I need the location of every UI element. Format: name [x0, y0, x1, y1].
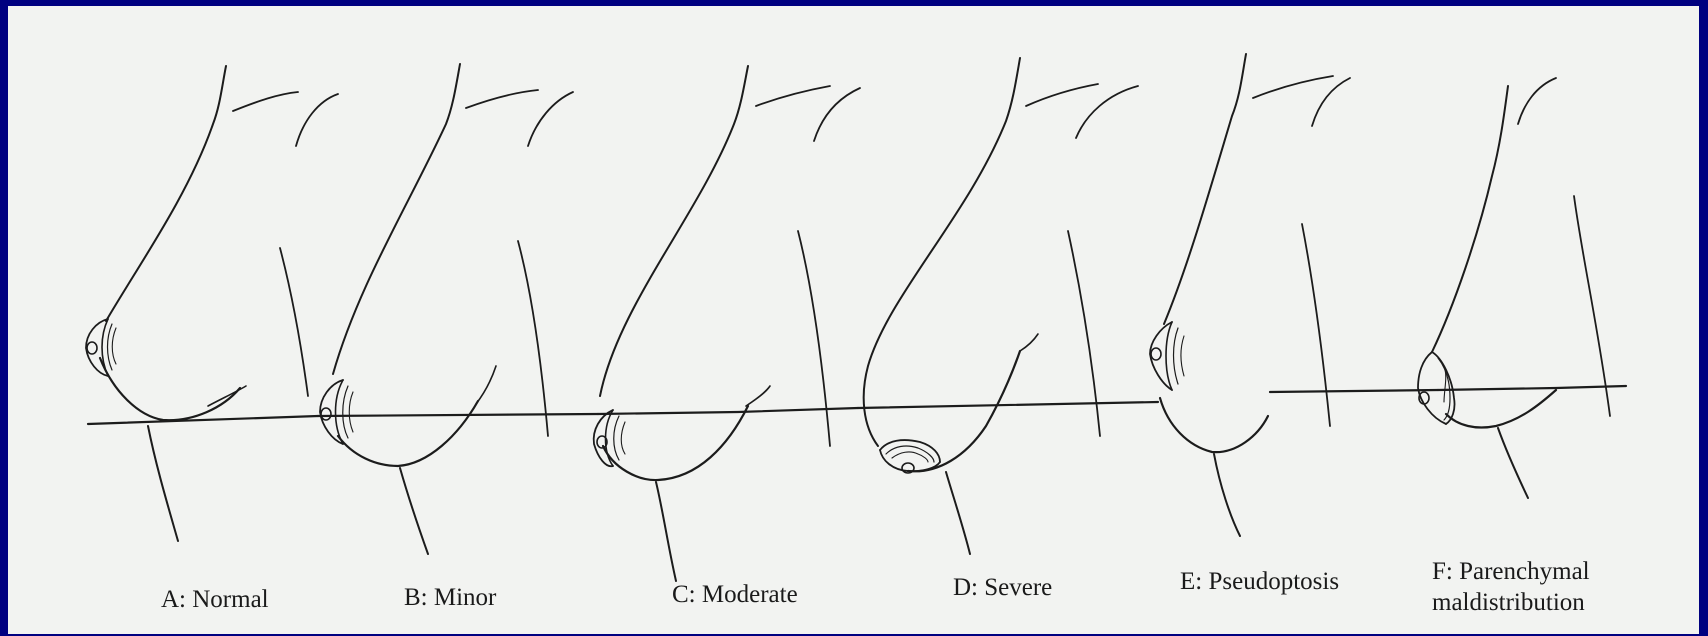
breast-lower-contour-d: [908, 351, 1020, 471]
ptosis-illustration: [8, 6, 1699, 634]
arm-back-line-d: [1068, 231, 1100, 436]
nipple-areola-e: [1150, 322, 1184, 390]
nipple-areola-d: [880, 440, 940, 473]
shoulder-line-d: [1026, 84, 1098, 106]
caption-d-text: D: Severe: [953, 572, 1052, 603]
torso-upper-contour-d: [864, 58, 1020, 446]
caption-c: C: Moderate: [672, 579, 798, 610]
nipple-areola-a: [86, 319, 116, 376]
figure-a-normal: [86, 66, 338, 541]
abdomen-line-a: [148, 426, 178, 541]
arm-back-line-f: [1574, 196, 1610, 416]
arm-back-line-c: [798, 231, 830, 446]
caption-f: F: Parenchymal maldistribution: [1432, 556, 1590, 619]
arm-back-line-e: [1302, 224, 1330, 426]
figure-e-pseudoptosis: [1150, 54, 1438, 536]
caption-a: A: Normal: [161, 584, 269, 615]
abdomen-line-f: [1498, 428, 1528, 498]
arm-line-e: [1312, 78, 1350, 126]
inframammary-line-d: [858, 402, 1158, 408]
abdomen-line-b: [400, 468, 428, 554]
inframammary-line-a: [88, 416, 318, 424]
arm-line-d: [1076, 86, 1138, 138]
caption-c-text: C: Moderate: [672, 579, 798, 610]
nipple-areola-f: [1418, 352, 1455, 424]
figure-f-parenchymal-maldistribution: [1418, 78, 1626, 498]
shoulder-line-c: [756, 86, 830, 106]
illustration-sheet: A: Normal B: Minor C: Moderate D: Severe…: [8, 6, 1699, 634]
nipple-areola-c: [594, 410, 625, 466]
figure-c-moderate: [594, 66, 860, 581]
inframammary-line-b: [318, 414, 598, 416]
nipple-areola-b: [320, 380, 353, 444]
breast-fold-b: [476, 366, 496, 404]
abdomen-line-c: [656, 482, 676, 581]
inframammary-line-c: [598, 408, 858, 414]
figure-d-severe: [858, 58, 1158, 554]
arm-line-b: [528, 92, 573, 146]
caption-f-line2: maldistribution: [1432, 587, 1590, 618]
caption-d: D: Severe: [953, 572, 1052, 603]
shoulder-line-e: [1253, 76, 1333, 98]
breast-lower-contour-c: [603, 406, 748, 480]
arm-back-line-a: [280, 248, 308, 396]
breast-lower-contour-b: [338, 401, 478, 466]
caption-b: B: Minor: [404, 582, 496, 613]
shoulder-line-b: [466, 90, 538, 108]
shoulder-line-a: [233, 92, 298, 111]
abdomen-line-e: [1214, 454, 1240, 536]
caption-e: E: Pseudoptosis: [1180, 566, 1339, 597]
breast-lower-contour-a: [100, 358, 240, 420]
torso-upper-contour-f: [1432, 86, 1508, 352]
caption-f-line1: F: Parenchymal: [1432, 556, 1590, 587]
inframammary-line-f: [1438, 386, 1626, 390]
arm-line-c: [814, 88, 860, 141]
arm-line-f: [1518, 78, 1556, 124]
arm-line-a: [296, 94, 338, 146]
figure-b-minor: [318, 64, 598, 554]
torso-upper-contour-b: [333, 64, 460, 374]
breast-fold-d: [1020, 334, 1038, 351]
torso-upper-contour-e: [1164, 54, 1246, 324]
arm-back-line-b: [518, 241, 548, 436]
inframammary-line-e: [1270, 390, 1438, 392]
caption-e-text: E: Pseudoptosis: [1180, 566, 1339, 597]
breast-lower-contour-e: [1160, 398, 1268, 452]
caption-a-text: A: Normal: [161, 584, 269, 615]
torso-upper-contour-a: [106, 66, 226, 321]
breast-fold-c: [746, 386, 770, 406]
caption-b-text: B: Minor: [404, 582, 496, 613]
abdomen-line-d: [946, 472, 970, 554]
torso-upper-contour-c: [600, 66, 748, 396]
breast-lower-contour-f: [1446, 390, 1556, 428]
breast-fold-a: [208, 386, 246, 406]
